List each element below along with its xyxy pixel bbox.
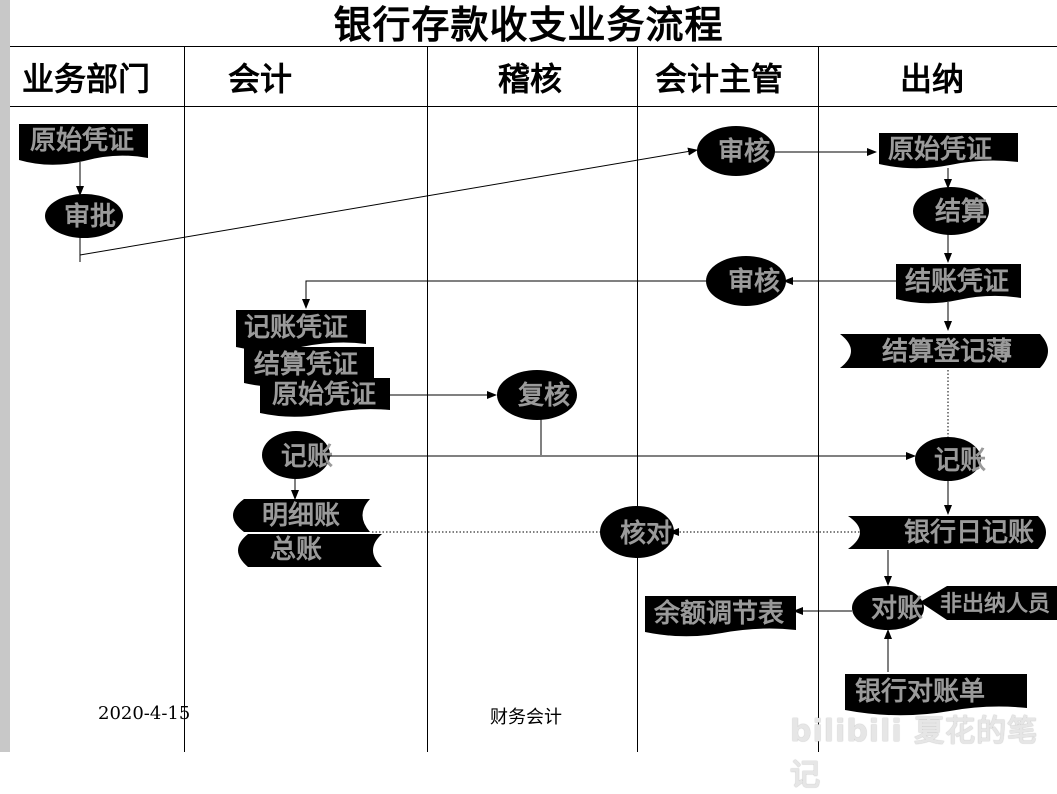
node-orig-voucher-cashier-label: 原始凭证	[888, 134, 992, 165]
flowchart-canvas: 原始凭证 审批 审核 审核 原始凭证 结算 结账凭证 结算登记薄 记账 银行日记…	[19, 124, 1057, 716]
node-recheck-label: 复核	[518, 380, 570, 411]
arrow-review-to-acc-voucher	[302, 280, 706, 309]
header-top-border	[10, 46, 1057, 47]
node-balance-table: 余额调节表	[645, 596, 796, 637]
diagram-title: 银行存款收支业务流程	[333, 3, 724, 47]
lane-header-accounting: 会计	[228, 60, 293, 98]
node-general-ledger-label: 总账	[270, 535, 322, 565]
node-settle-label: 结算	[935, 196, 987, 227]
node-non-cashier: 非出纳人员	[920, 586, 1057, 620]
node-review-mgr-2-label: 审核	[728, 266, 780, 297]
node-verify: 核对	[600, 506, 674, 558]
node-non-cashier-label: 非出纳人员	[940, 591, 1050, 617]
footer-date: 2020-4-15	[98, 703, 191, 724]
node-bank-journal-label: 银行日记账	[904, 517, 1034, 548]
node-post-cashier: 记账	[915, 437, 986, 481]
node-orig-voucher-cashier: 原始凭证	[879, 133, 1018, 169]
node-recheck: 复核	[497, 370, 577, 420]
node-orig-voucher-acc-label: 原始凭证	[272, 379, 376, 410]
node-settle-register-label: 结算登记薄	[882, 336, 1012, 367]
node-orig-voucher-dept: 原始凭证	[19, 124, 148, 165]
node-settle-voucher-cashier: 结账凭证	[896, 264, 1021, 304]
node-settle-voucher-label: 结算凭证	[254, 349, 358, 380]
node-approve: 审批	[45, 194, 123, 238]
node-orig-voucher-dept-label: 原始凭证	[30, 125, 134, 156]
node-detail-ledger-label: 明细账	[262, 500, 340, 531]
node-review-mgr-1-label: 审核	[718, 136, 770, 167]
node-bank-statement-label: 银行对账单	[855, 676, 985, 707]
lane-header-business-dept: 业务部门	[22, 60, 151, 98]
node-post-acc-label: 记账	[281, 442, 333, 472]
node-orig-voucher-acc: 原始凭证	[260, 378, 390, 417]
node-bank-statement: 银行对账单	[845, 674, 1027, 716]
header-bottom-border	[10, 106, 1057, 107]
node-approve-label: 审批	[64, 201, 116, 232]
node-reconcile: 对账	[852, 586, 924, 630]
lane-divider-1	[184, 46, 185, 752]
node-settle-voucher-cashier-label: 结账凭证	[905, 266, 1009, 297]
lane-header-cashier: 出纳	[900, 60, 965, 98]
node-detail-ledger: 明细账	[233, 499, 370, 532]
node-post-acc: 记账	[262, 431, 333, 479]
node-acc-voucher: 记账凭证	[236, 310, 366, 351]
lane-divider-4	[818, 46, 819, 752]
node-review-mgr-2: 审核	[706, 256, 786, 306]
footer-subject: 财务会计	[490, 707, 562, 728]
lane-divider-3	[637, 46, 638, 752]
lane-divider-2	[427, 46, 428, 752]
node-settle-voucher: 结算凭证	[244, 347, 374, 387]
connectors	[76, 147, 952, 672]
node-reconcile-label: 对账	[871, 594, 923, 624]
node-review-mgr-1: 审核	[697, 126, 775, 176]
node-general-ledger: 总账	[238, 534, 382, 567]
arrow-approve-to-review	[79, 147, 698, 256]
node-settle-register: 结算登记薄	[840, 334, 1048, 368]
node-verify-label: 核对	[620, 518, 672, 549]
lane-header-audit: 稽核	[498, 60, 563, 98]
lane-header-accounting-supervisor: 会计主管	[655, 60, 784, 98]
left-border-strip	[0, 0, 10, 752]
node-post-cashier-label: 记账	[934, 446, 986, 476]
bilibili-watermark: bilibili 夏花的笔记	[790, 714, 1039, 793]
node-bank-journal: 银行日记账	[848, 516, 1046, 549]
node-acc-voucher-label: 记账凭证	[244, 312, 348, 343]
node-balance-table-label: 余额调节表	[653, 598, 785, 629]
node-settle: 结算	[913, 187, 989, 235]
